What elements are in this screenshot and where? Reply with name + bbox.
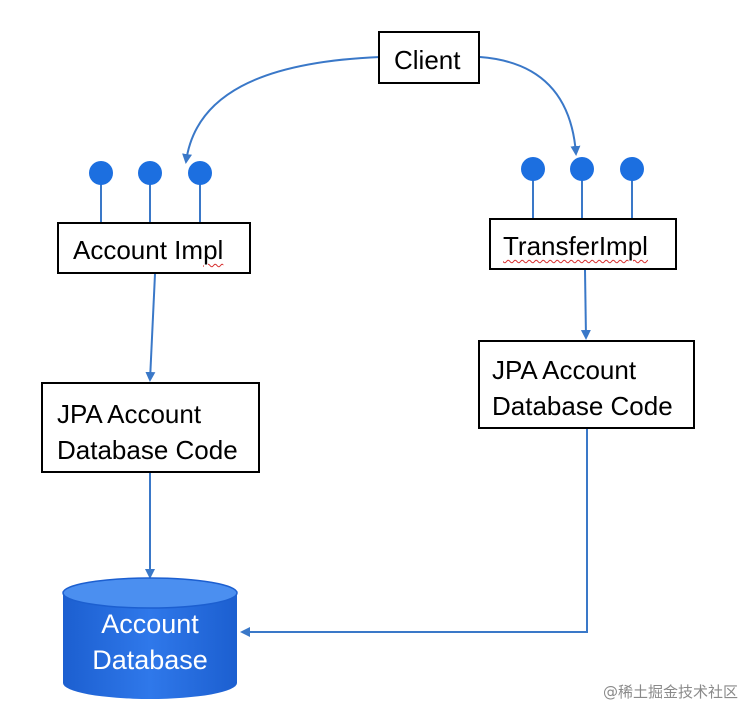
watermark: @稀土掘金技术社区 <box>602 683 738 701</box>
jpa-account-code-left[interactable]: JPA Account Database Code <box>41 382 260 473</box>
arrow-account-impl-to-jpa <box>145 273 156 382</box>
jpa-account-code-right[interactable]: JPA Account Database Code <box>478 340 695 429</box>
account-impl-label: Account Impl <box>73 235 224 265</box>
account-impl-interfaces <box>89 161 212 222</box>
jpa-left-line2: Database Code <box>57 435 238 465</box>
transfer-impl-node[interactable]: TransferImpl <box>489 218 677 270</box>
arrow-client-to-transfer-impl <box>479 56 581 156</box>
arrow-transfer-impl-to-jpa <box>580 269 591 340</box>
database-line2: Database <box>92 645 208 675</box>
interface-pin <box>521 157 545 181</box>
client-node[interactable]: Client <box>378 31 480 84</box>
interface-pin <box>188 161 212 185</box>
database-line1: Account <box>101 609 199 639</box>
transfer-impl-interfaces <box>521 157 644 218</box>
interface-pin <box>89 161 113 185</box>
arrow-client-to-account-impl <box>182 56 381 164</box>
jpa-right-line2: Database Code <box>492 391 673 421</box>
arrow-jpa-right-to-database <box>240 429 588 637</box>
client-label: Client <box>394 45 461 75</box>
database-label: Account Database <box>63 606 237 678</box>
interface-pin <box>138 161 162 185</box>
interface-pin <box>620 157 644 181</box>
jpa-right-line1: JPA Account <box>492 355 637 385</box>
database-cylinder <box>62 577 238 699</box>
transfer-impl-label: TransferImpl <box>503 231 648 261</box>
account-impl-node[interactable]: Account Impl <box>57 222 251 274</box>
jpa-left-line1: JPA Account <box>57 399 202 429</box>
interface-pin <box>570 157 594 181</box>
